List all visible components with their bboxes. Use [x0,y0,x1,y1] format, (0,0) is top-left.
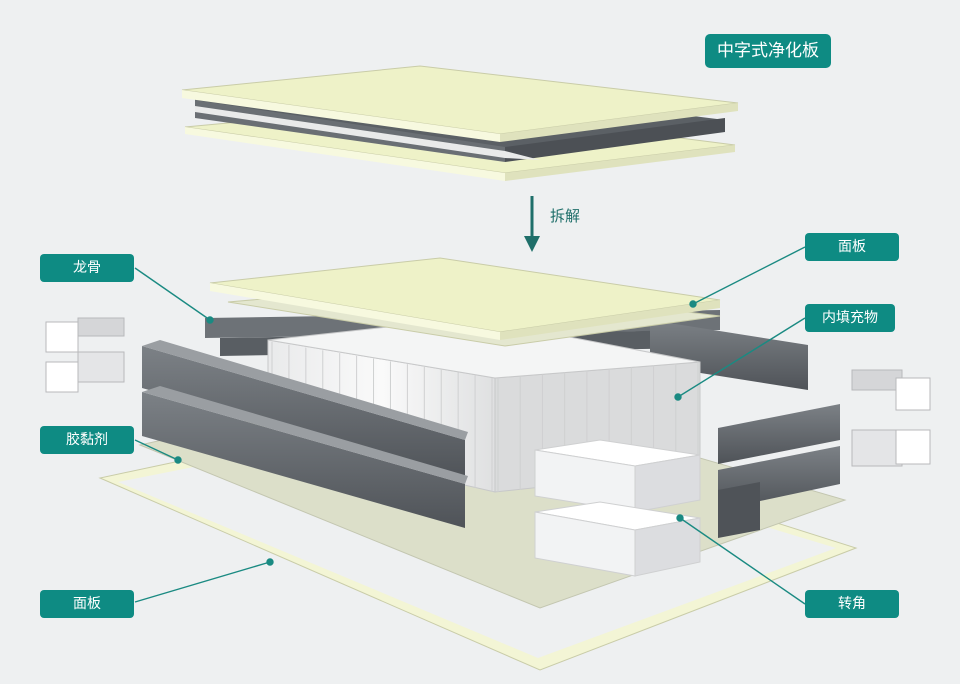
assembled-panel-top-skin-front [182,90,500,142]
leader-lines [134,246,806,605]
assembled-panel-core-right [505,118,725,162]
keel-front-left [142,340,468,528]
keel-front-right [718,404,840,538]
corner-piece-right [851,369,931,467]
bottom-panel-label: 面板 [40,590,134,618]
assembled-panel-bottom-skin-right [505,145,735,181]
corner-connector-center [534,439,701,577]
disassemble-label: 拆解 [550,207,581,225]
title-label: 中字式净化板 [705,34,831,68]
corner-piece-left [45,317,125,393]
top-panel-label: 面板 [805,233,899,261]
assembled-panel-bottom-skin-front [185,127,505,181]
filler-label: 内填充物 [805,304,895,332]
adhesive-label: 胶黏剂 [40,426,134,454]
assembled-panel [181,65,739,181]
keel-label: 龙骨 [40,254,134,282]
assembled-panel-gap-white [195,106,540,160]
explode-arrow [524,196,540,252]
corner-label: 转角 [805,590,899,618]
assembled-panel-top-skin-right [500,103,738,142]
top-panel [209,257,721,347]
